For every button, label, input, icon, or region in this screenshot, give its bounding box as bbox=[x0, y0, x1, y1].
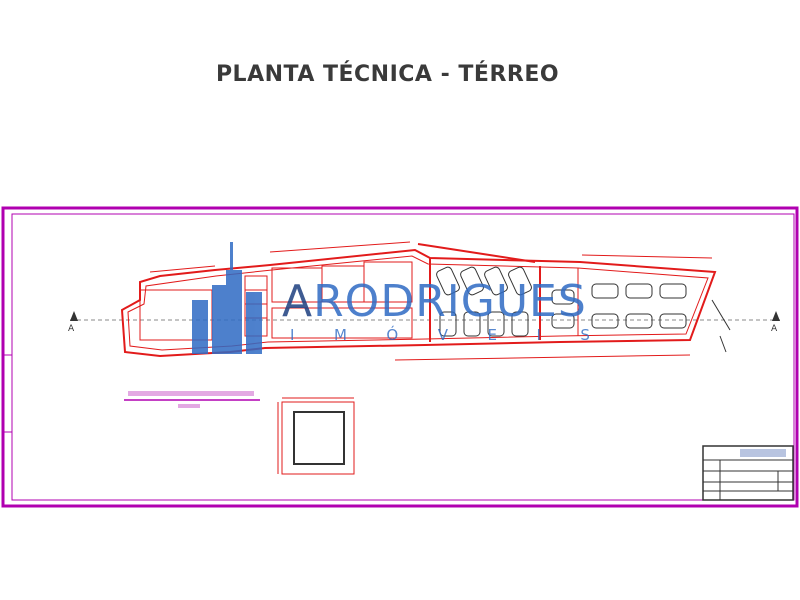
car-5 bbox=[439, 311, 457, 337]
section-arrow-right bbox=[772, 311, 780, 321]
building-inner-outline bbox=[127, 255, 709, 351]
car-12 bbox=[591, 313, 619, 329]
title-block bbox=[702, 445, 794, 501]
car-13 bbox=[625, 313, 653, 329]
car-10 bbox=[625, 283, 653, 299]
section-arrow-left bbox=[70, 311, 78, 321]
watermark-initial: A bbox=[282, 276, 314, 327]
sheet-inner-frame bbox=[11, 213, 795, 501]
car-6 bbox=[463, 311, 481, 337]
car-8 bbox=[511, 311, 529, 337]
watermark-subtitle: I M Ó V E I S bbox=[290, 326, 590, 344]
watermark-letter: M bbox=[333, 326, 347, 344]
car-14 bbox=[659, 313, 687, 329]
car-4 bbox=[508, 266, 532, 296]
watermark-letter: Ó bbox=[386, 326, 399, 344]
watermark-letter: E bbox=[487, 326, 497, 344]
drawing-scale-mark bbox=[178, 404, 200, 408]
watermark-logo-text: ARODRIGUES bbox=[282, 276, 587, 327]
detail-box-outer bbox=[281, 401, 355, 475]
car-15 bbox=[551, 289, 575, 305]
dimension-top-2 bbox=[417, 243, 536, 263]
parking-slanted bbox=[436, 266, 532, 337]
car-2 bbox=[460, 266, 484, 296]
watermark-name: RODRIGUES bbox=[313, 276, 587, 327]
car-11 bbox=[659, 283, 687, 299]
detail-box-inner bbox=[293, 411, 345, 465]
dimension-top-1 bbox=[269, 241, 411, 253]
watermark-letter: I bbox=[536, 326, 541, 344]
car-9 bbox=[591, 283, 619, 299]
watermark-letter: I bbox=[290, 326, 295, 344]
watermark-building-icon bbox=[192, 242, 262, 354]
page-title: PLANTA TÉCNICA - TÉRREO bbox=[215, 62, 560, 87]
drawing-label-text-mark bbox=[128, 391, 254, 396]
watermark-letter: S bbox=[580, 326, 590, 344]
dimension-bottom bbox=[394, 354, 691, 361]
car-3 bbox=[484, 266, 508, 296]
car-7 bbox=[487, 311, 505, 337]
parking-right bbox=[551, 283, 687, 329]
section-marker-left: A bbox=[68, 324, 75, 334]
room-center-3 bbox=[363, 261, 413, 303]
dimension-left bbox=[149, 265, 216, 273]
car-1 bbox=[436, 266, 460, 296]
entrance-line bbox=[711, 299, 731, 331]
watermark-letter: V bbox=[437, 326, 448, 344]
car-16 bbox=[551, 313, 575, 329]
sheet-frame bbox=[1, 206, 799, 508]
section-marker-right: A bbox=[771, 324, 778, 334]
entrance-tick bbox=[719, 335, 727, 353]
dimension-top-3 bbox=[581, 254, 713, 259]
room-center-4 bbox=[271, 307, 413, 339]
